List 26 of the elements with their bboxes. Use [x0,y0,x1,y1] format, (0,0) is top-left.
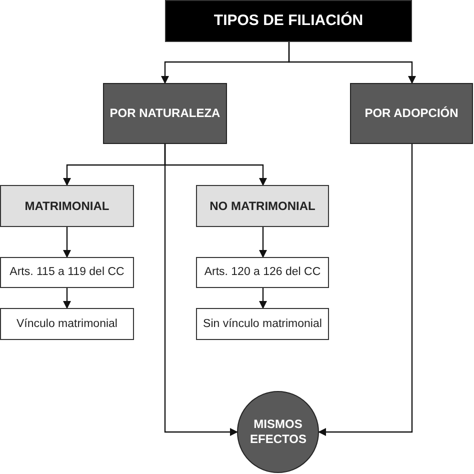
process-box [196,308,329,340]
node-label: POR ADOPCIÓN [364,106,458,121]
process-box [0,257,134,288]
node-label: NO MATRIMONIAL [210,198,316,214]
arrow [318,144,413,436]
title-box [165,0,412,42]
subcategory-box [0,185,134,227]
arrow [63,227,71,258]
subcategory-box [196,185,329,227]
node-label: Vínculo matrimonial [16,316,118,332]
arrow [164,144,238,436]
process-box [0,308,134,340]
node-label: Sin vínculo matrimonial [203,316,322,332]
category-box [350,83,473,144]
node-label: TIPOS DE FILIACIÓN [214,12,364,30]
node-label: MATRIMONIAL [24,198,110,214]
arrow [259,227,267,258]
arrow [63,288,71,309]
arrow [259,288,267,309]
node-label: POR NATURALEZA [110,106,220,121]
node-label: Arts. 115 a 119 del CC [10,265,124,280]
node-label: MISMOS EFECTOS [250,417,306,447]
category-box [103,83,227,144]
node-label: Arts. 120 a 126 del CC [204,265,321,280]
process-box [196,257,329,288]
arrow [288,42,416,84]
